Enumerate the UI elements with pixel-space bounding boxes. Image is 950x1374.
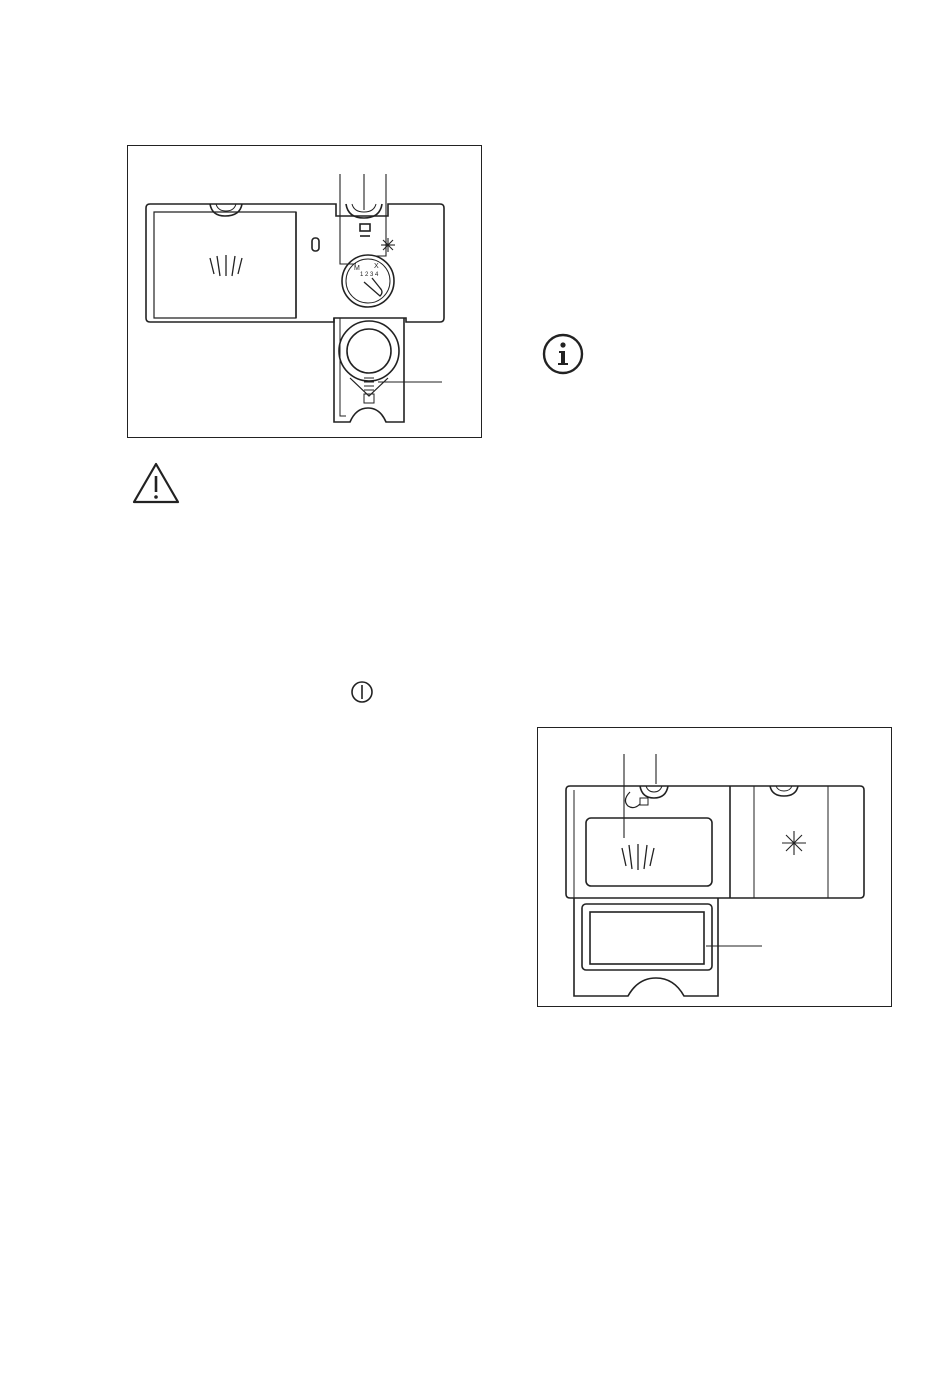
- rinse-aid-dispenser-figure: M X 1 2 3 4: [127, 145, 482, 438]
- warning-triangle-icon: [131, 461, 181, 505]
- rinse-aid-dispenser-illustration: M X 1 2 3 4: [128, 146, 483, 439]
- detergent-dispenser-figure: [537, 727, 892, 1007]
- info-icon: [542, 333, 584, 375]
- detergent-dispenser-illustration: [538, 728, 893, 1008]
- svg-text:X: X: [374, 263, 379, 270]
- svg-text:1 2 3 4: 1 2 3 4: [360, 272, 379, 278]
- svg-text:M: M: [354, 265, 360, 272]
- power-symbol-icon: [350, 680, 374, 704]
